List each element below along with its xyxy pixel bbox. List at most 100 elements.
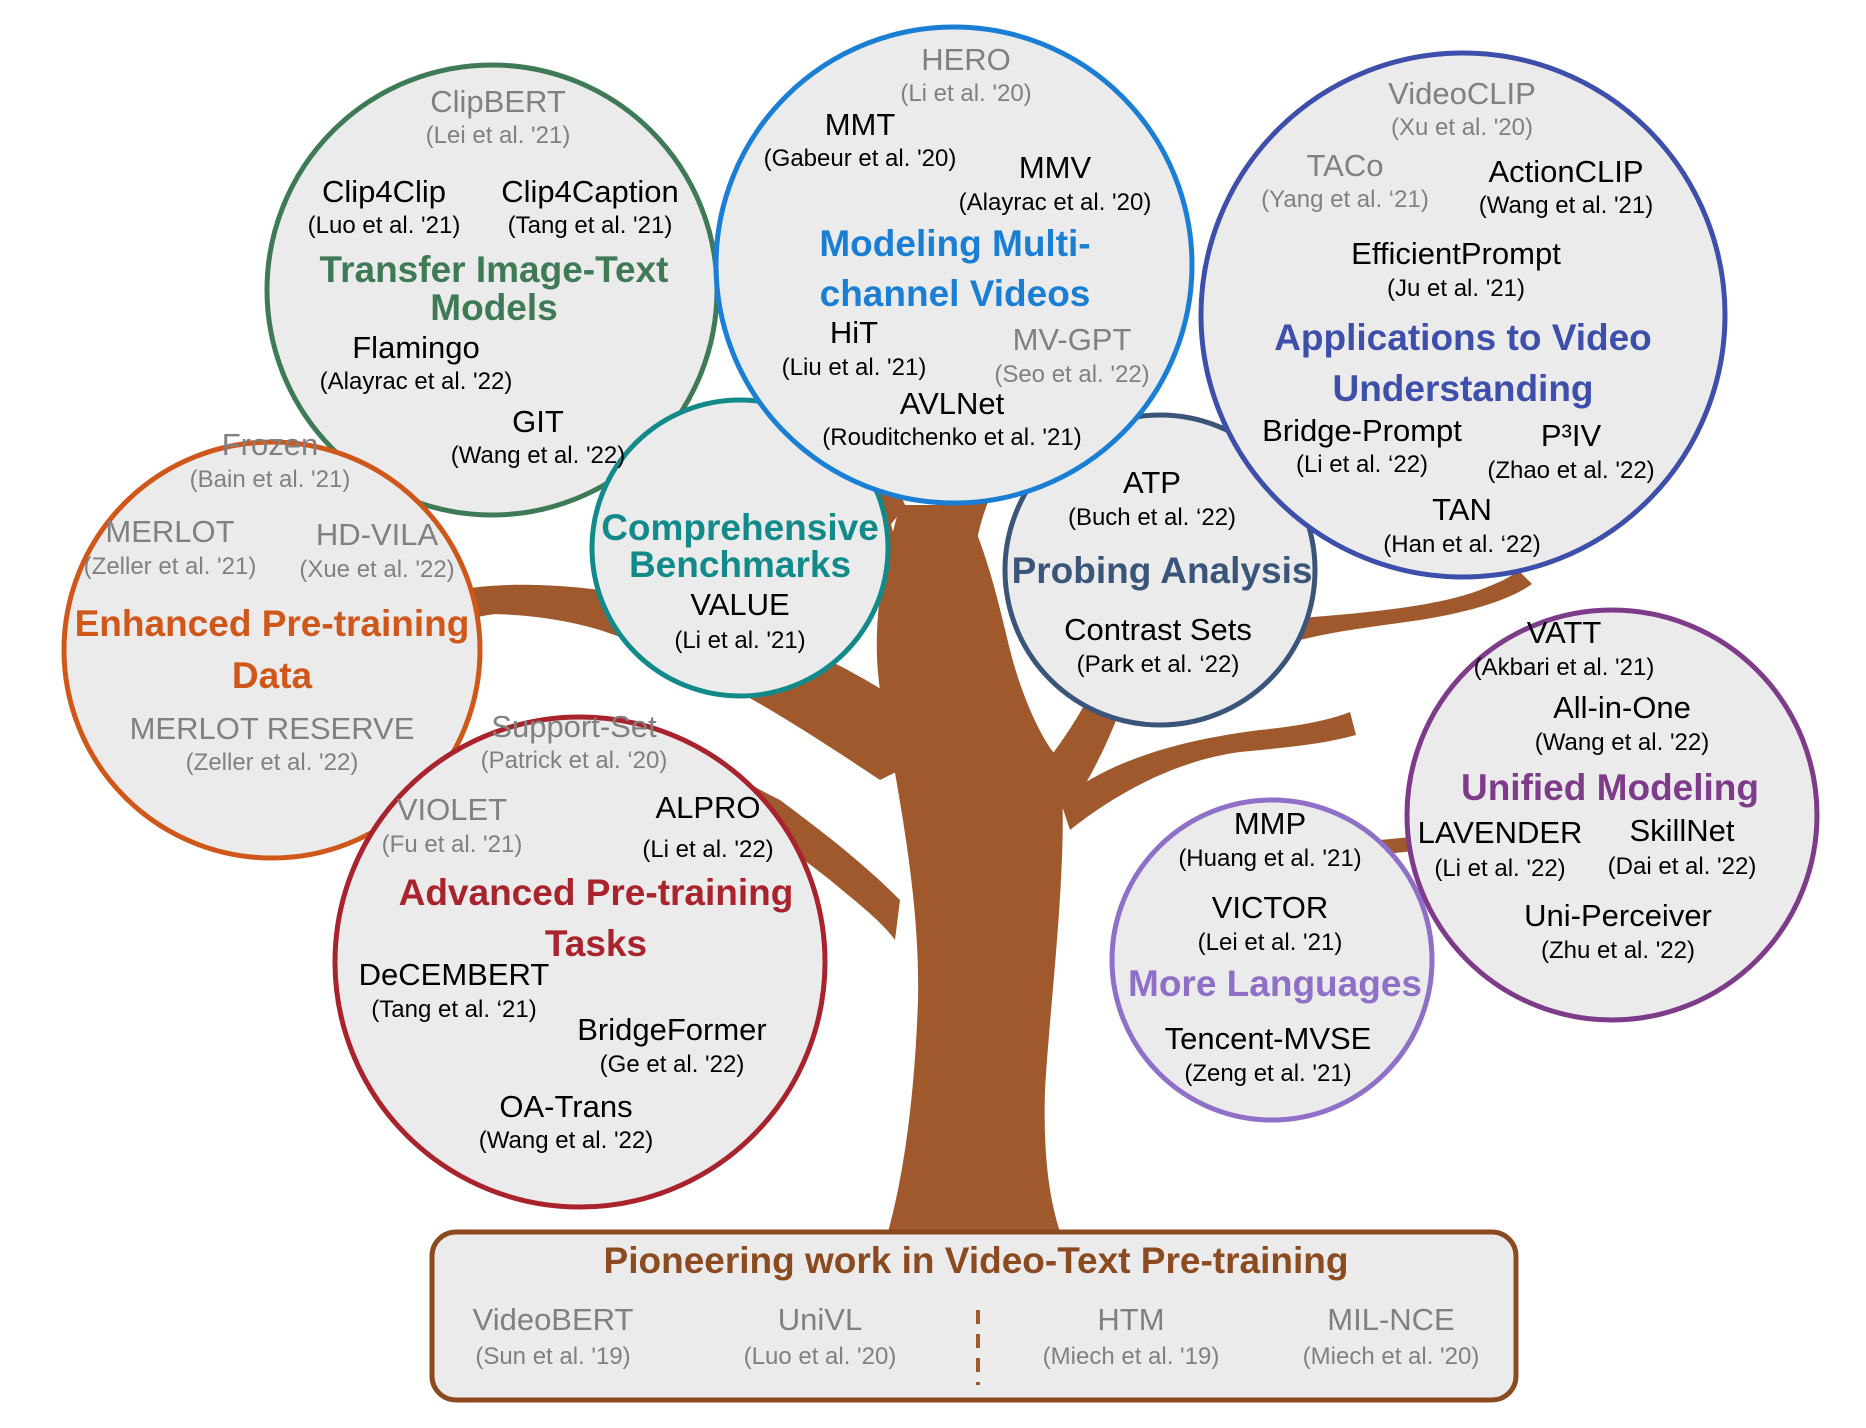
group-title-enhanced-line1: Enhanced Pre-training [75,603,470,644]
circle-advanced [332,714,828,1210]
work-cite-skillnet: (Dai et al. '22) [1608,853,1757,880]
trunk [876,505,1063,1232]
work-cite-mv-gpt: (Seo et al. '22) [994,361,1149,388]
group-multichannel: HERO (Li et al. '20) MMT (Gabeur et al. … [764,42,1152,451]
work-cite-tan: (Han et al. ‘22) [1383,531,1540,558]
work-cite-clip4caption: (Tang et al. '21) [508,212,673,239]
work-cite-mmp: (Huang et al. '21) [1178,845,1361,872]
work-cite-decembert: (Tang et al. ‘21) [371,996,536,1023]
work-cite-videoclip: (Xu et al. '20) [1391,114,1533,141]
work-name-hd-vila: HD-VILA [316,517,439,552]
group-title-transfer-line2: Models [430,287,557,328]
pioneering-box: Pioneering work in Video-Text Pre-traini… [429,1229,1519,1403]
work-cite-contrast-sets: (Park et al. ‘22) [1077,651,1240,678]
work-name-git: GIT [512,404,564,439]
work-name-oa-trans: OA-Trans [499,1089,632,1124]
work-name-tencent-mvse: Tencent-MVSE [1165,1021,1372,1056]
work-cite-videobert: (Sun et al. '19) [475,1343,630,1370]
work-cite-hero: (Li et al. '20) [900,80,1031,107]
work-name-mmp: MMP [1234,806,1306,841]
group-title-languages: More Languages [1128,963,1422,1004]
work-cite-lavender: (Li et al. '22) [1434,855,1565,882]
work-cite-flamingo: (Alayrac et al. '22) [320,368,513,395]
work-cite-merlot-reserve: (Zeller et al. '22) [186,749,359,776]
work-name-victor: VICTOR [1212,890,1329,925]
work-cite-actionclip: (Wang et al. '21) [1479,192,1653,219]
work-name-clipbert: ClipBERT [430,84,566,119]
group-languages: MMP (Huang et al. '21) VICTOR (Lei et al… [1128,806,1422,1087]
circle-labels: ClipBERT (Lei et al. '21) Clip4Clip (Luo… [75,42,1759,1154]
work-name-mil-nce: MIL-NCE [1327,1302,1454,1337]
work-cite-all-in-one: (Wang et al. '22) [1535,729,1709,756]
work-cite-clip4clip: (Luo et al. '21) [308,212,461,239]
work-name-bridge-prompt: Bridge-Prompt [1262,413,1462,448]
work-name-univl: UniVL [778,1302,862,1337]
group-title-applications-line2: Understanding [1332,368,1593,409]
circle-enhanced [61,439,483,861]
work-name-decembert: DeCEMBERT [359,957,550,992]
work-name-all-in-one: All-in-One [1553,690,1691,725]
work-cite-taco: (Yang et al. ‘21) [1261,186,1429,213]
work-name-hero: HERO [921,42,1011,77]
work-name-mv-gpt: MV-GPT [1013,322,1132,357]
work-name-actionclip: ActionCLIP [1488,154,1643,189]
work-cite-atp: (Buch et al. ‘22) [1068,504,1236,531]
branch-left-middle [414,584,960,780]
group-probing: ATP (Buch et al. ‘22) Probing Analysis C… [1012,465,1313,678]
work-cite-univl: (Luo et al. '20) [744,1343,897,1370]
work-name-violet: VIOLET [397,792,507,827]
group-title-unified: Unified Modeling [1461,767,1759,808]
work-cite-efficientprompt: (Ju et al. '21) [1387,275,1525,302]
work-name-videobert: VideoBERT [473,1302,634,1337]
work-name-hit: HiT [830,315,878,350]
work-name-tan: TAN [1432,492,1492,527]
work-cite-vatt: (Akbari et al. '21) [1474,654,1655,681]
work-cite-bridge-prompt: (Li et al. ‘22) [1296,451,1428,478]
work-cite-hd-vila: (Xue et al. '22) [299,556,454,583]
work-name-bridgeformer: BridgeFormer [577,1012,767,1047]
group-title-benchmarks-line2: Benchmarks [629,544,851,585]
group-enhanced: Frozen (Bain et al. '21) MERLOT (Zeller … [75,427,470,776]
work-name-alpro: ALPRO [655,790,760,825]
work-cite-git: (Wang et al. '22) [451,442,625,469]
work-name-frozen: Frozen [222,427,318,462]
work-cite-mil-nce: (Miech et al. '20) [1303,1343,1480,1370]
circle-benchmarks [589,397,891,699]
work-cite-support-set: (Patrick et al. ‘20) [481,747,668,774]
pioneering-title: Pioneering work in Video-Text Pre-traini… [604,1240,1349,1281]
work-cite-clipbert: (Lei et al. '21) [426,122,571,149]
work-name-mmv: MMV [1019,150,1092,185]
group-benchmarks: Comprehensive Benchmarks VALUE (Li et al… [601,507,879,654]
work-name-videoclip: VideoCLIP [1388,76,1536,111]
group-advanced: Support-Set (Patrick et al. ‘20) VIOLET … [359,709,794,1154]
category-circles [61,24,1820,1210]
work-cite-victor: (Lei et al. '21) [1198,929,1343,956]
work-name-flamingo: Flamingo [352,330,480,365]
work-cite-oa-trans: (Wang et al. '22) [479,1127,653,1154]
work-cite-mmt: (Gabeur et al. '20) [764,145,957,172]
work-name-clip4clip: Clip4Clip [322,174,446,209]
group-title-multichannel-line1: Modeling Multi- [819,223,1090,264]
circle-applications [1198,50,1728,580]
circle-unified [1404,607,1820,1023]
group-title-advanced-line1: Advanced Pre-training [399,872,794,913]
work-name-atp: ATP [1123,465,1181,500]
group-title-applications-line1: Applications to Video [1274,317,1652,358]
circle-multichannel [713,24,1195,506]
work-cite-frozen: (Bain et al. '21) [190,466,351,493]
work-cite-merlot: (Zeller et al. '21) [84,553,257,580]
work-name-avlnet: AVLNet [900,386,1005,421]
group-transfer: ClipBERT (Lei et al. '21) Clip4Clip (Luo… [308,84,679,469]
group-title-benchmarks-line1: Comprehensive [601,507,879,548]
work-name-contrast-sets: Contrast Sets [1064,612,1252,647]
work-cite-hit: (Liu et al. '21) [782,354,927,381]
work-cite-violet: (Fu et al. '21) [382,831,523,858]
work-name-vatt: VATT [1527,615,1602,650]
work-cite-value: (Li et al. '21) [674,627,805,654]
work-name-p3iv: P³IV [1541,418,1602,453]
group-title-transfer-line1: Transfer Image-Text [320,249,669,290]
work-name-support-set: Support-Set [491,709,657,744]
work-name-lavender: LAVENDER [1418,815,1583,850]
work-cite-mmv: (Alayrac et al. '20) [959,189,1152,216]
work-name-clip4caption: Clip4Caption [501,174,679,209]
